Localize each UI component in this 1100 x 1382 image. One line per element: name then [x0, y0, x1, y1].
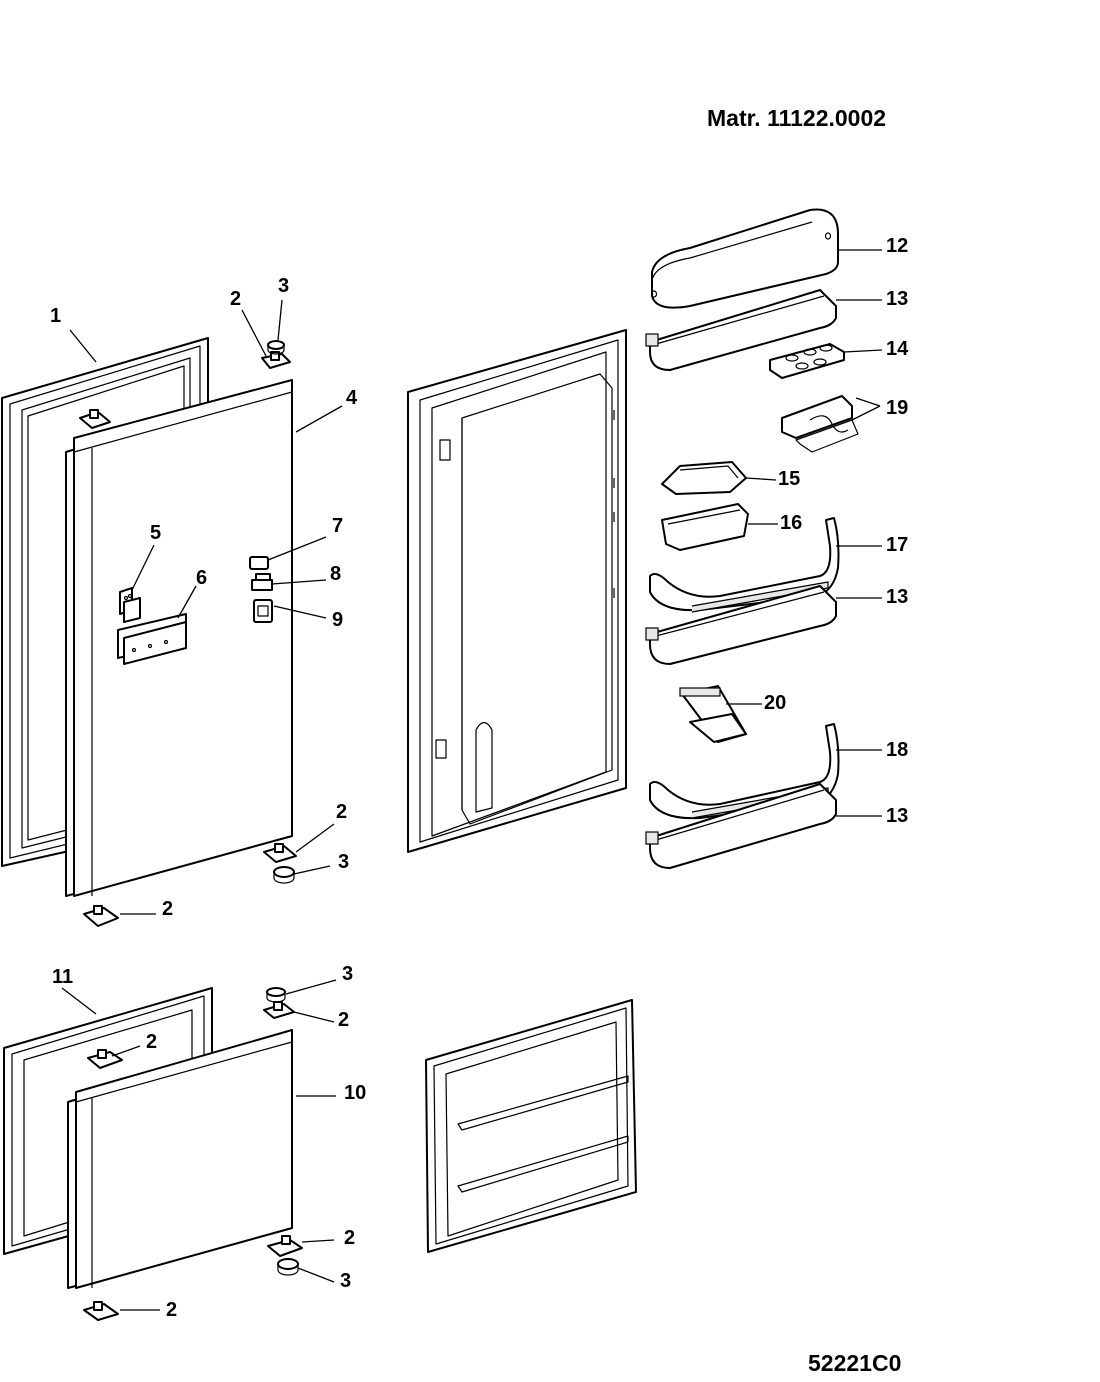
callout-labels: 1 2 3 4 5 6 7 8 9 2 3 2 11 3 2 2 10 2 3 … — [50, 235, 909, 1321]
callout-10: 10 — [344, 1082, 366, 1104]
part-13-door-shelf-mid — [645, 585, 837, 665]
callout-2-lower-bottom: 2 — [166, 1299, 177, 1321]
callout-2-upper-bottom: 2 — [162, 898, 173, 920]
part-20-flap-holder — [679, 685, 747, 743]
callout-8: 8 — [330, 563, 341, 585]
callout-3-lower-top: 3 — [342, 963, 353, 985]
callout-3-mid: 3 — [338, 851, 349, 873]
callout-13-top: 13 — [886, 288, 908, 310]
part-19-bottle-retainer — [781, 395, 859, 453]
part-15-butter-lid — [661, 461, 747, 495]
part-10-lower-door-panel — [67, 1029, 293, 1289]
callout-19: 19 — [886, 397, 908, 419]
part-16-butter-dish — [661, 503, 749, 551]
callout-2-lower-top: 2 — [338, 1009, 349, 1031]
callout-2-lower-left: 2 — [146, 1031, 157, 1053]
callout-4: 4 — [346, 387, 358, 409]
callout-3-top: 3 — [278, 275, 289, 297]
callout-7: 7 — [332, 515, 343, 537]
part-12-dairy-compartment — [650, 208, 839, 309]
part-6-mounting-bar — [117, 613, 187, 665]
callout-17: 17 — [886, 534, 908, 556]
callout-20: 20 — [764, 692, 786, 714]
callout-13-mid: 13 — [886, 586, 908, 608]
part-2-hinge-bottom-left — [83, 905, 119, 927]
part-3-cap-lower-bottom — [277, 1258, 299, 1276]
part-8-latch — [251, 573, 273, 591]
lower-door-inner-liner — [425, 999, 637, 1253]
part-2-hinge-left — [79, 409, 111, 429]
callout-15: 15 — [778, 468, 800, 490]
part-2-hinge-top — [261, 351, 291, 369]
callout-12: 12 — [886, 235, 908, 257]
callout-18: 18 — [886, 739, 908, 761]
part-17-door-bar — [649, 517, 840, 613]
callout-11: 11 — [52, 966, 73, 988]
callout-3-lower-bottom: 3 — [340, 1270, 351, 1292]
callout-16: 16 — [780, 512, 802, 534]
part-3-cap-mid — [273, 866, 295, 884]
callout-5: 5 — [150, 522, 161, 544]
material-number: Matr. 11122.0002 — [707, 105, 886, 131]
part-9-catch — [253, 599, 273, 623]
part-7-plug — [249, 556, 269, 570]
part-3-cap-top — [267, 340, 285, 355]
leader-lines — [61, 249, 883, 1311]
callout-2-top: 2 — [230, 288, 241, 310]
part-14-egg-tray — [769, 343, 845, 379]
upper-door-inner-liner — [407, 329, 627, 853]
part-13-door-shelf-top — [645, 289, 837, 371]
callout-2-lower-right: 2 — [344, 1227, 355, 1249]
part-2-hinge-lower-bottom — [83, 1301, 119, 1321]
part-2-hinge-mid — [263, 843, 297, 863]
callout-14: 14 — [886, 338, 909, 360]
callout-6: 6 — [196, 567, 207, 589]
part-5-hinge-bracket — [119, 587, 141, 623]
callout-1: 1 — [50, 305, 61, 327]
callout-9: 9 — [332, 609, 343, 631]
part-2-hinge-lower-top — [263, 1001, 295, 1019]
part-13-door-shelf-bottom — [645, 783, 837, 869]
part-2-hinge-lower-right — [267, 1235, 303, 1257]
part-3-cap-lower-top — [266, 987, 286, 1003]
callout-2-mid: 2 — [336, 801, 347, 823]
callout-13-bottom: 13 — [886, 805, 908, 827]
drawing-code: 52221C0 — [808, 1350, 901, 1376]
